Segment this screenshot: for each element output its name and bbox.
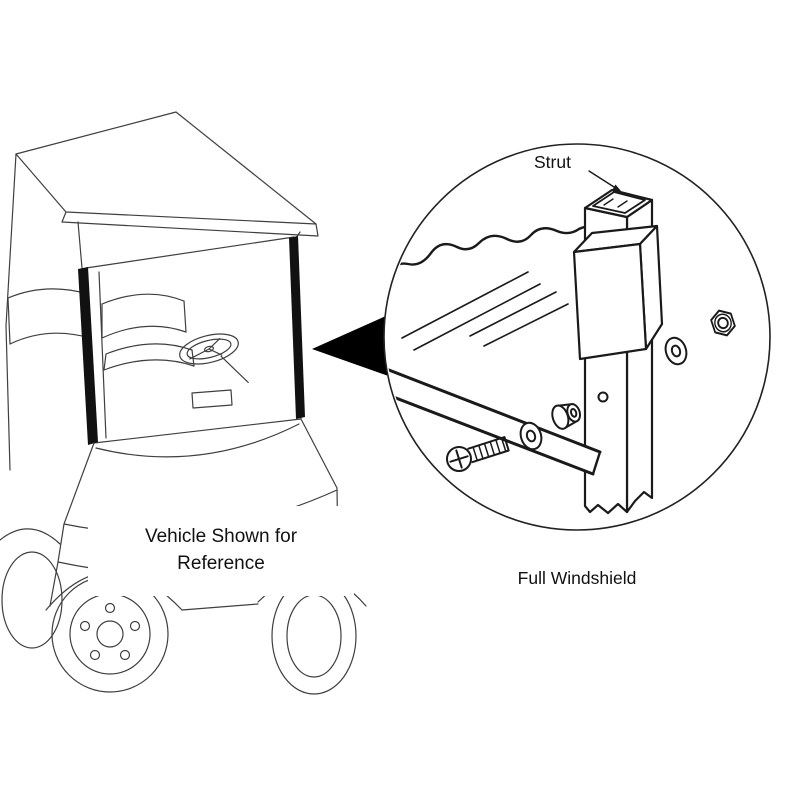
windshield-bottom-frame [386, 363, 602, 476]
cart-seats [101, 293, 195, 371]
callout-arrow-icon [312, 311, 397, 379]
cart-roof [15, 111, 319, 269]
detail-drawing [386, 188, 736, 515]
mounting-clip [572, 224, 664, 361]
leader-arrowhead-icon [611, 184, 621, 191]
full-windshield-label: Full Windshield [517, 568, 637, 588]
dash-plate [191, 389, 233, 409]
windshield-left-strut-strip [78, 267, 98, 445]
windshield-glass [386, 225, 604, 351]
mounting-hole [597, 391, 609, 403]
washer-rear [664, 336, 688, 366]
reference-label-backdrop [88, 506, 354, 596]
golf-cart-drawing [0, 111, 367, 695]
cart-windshield [78, 236, 305, 445]
washer-front [519, 421, 543, 451]
grommet-bushing [551, 403, 582, 430]
magnifier-circle [383, 143, 771, 531]
strut-leader-line [588, 170, 621, 191]
magnifier-circle-fill [384, 144, 770, 530]
detail-callout [383, 143, 771, 531]
screw [446, 436, 510, 472]
cart-steering-wheel [179, 333, 249, 384]
cart-rear-structure [0, 153, 91, 649]
vehicle-reference-label: Vehicle Shown for Reference [144, 526, 298, 574]
strut-label: Strut [534, 152, 571, 172]
lock-nut [710, 309, 736, 337]
windshield-right-strut-strip [289, 236, 305, 419]
